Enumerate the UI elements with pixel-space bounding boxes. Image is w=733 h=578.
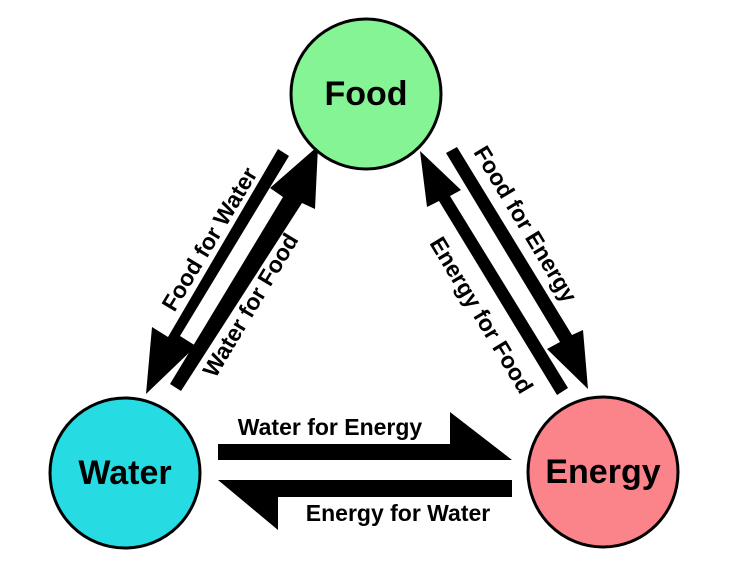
node-energy: Energy: [526, 395, 680, 549]
node-energy-label: Energy: [545, 453, 660, 491]
node-food-label: Food: [324, 75, 407, 113]
node-food-circle: [289, 17, 443, 171]
node-energy-circle: [526, 395, 680, 549]
arrow-water-for-energy: [218, 412, 512, 460]
label-water-for-energy: Water for Energy: [238, 414, 423, 440]
arrow-water-for-food: [170, 146, 318, 391]
node-water: Water: [48, 396, 202, 550]
node-water-circle: [48, 396, 202, 550]
label-energy-for-water: Energy for Water: [306, 500, 491, 526]
arrow-food-for-water: [146, 149, 289, 394]
arrow-food-for-energy: [446, 147, 588, 389]
node-food: Food: [289, 17, 443, 171]
node-water-label: Water: [78, 454, 171, 492]
arrow-energy-for-water: [218, 480, 512, 530]
arrow-energy-for-food: [420, 151, 568, 395]
